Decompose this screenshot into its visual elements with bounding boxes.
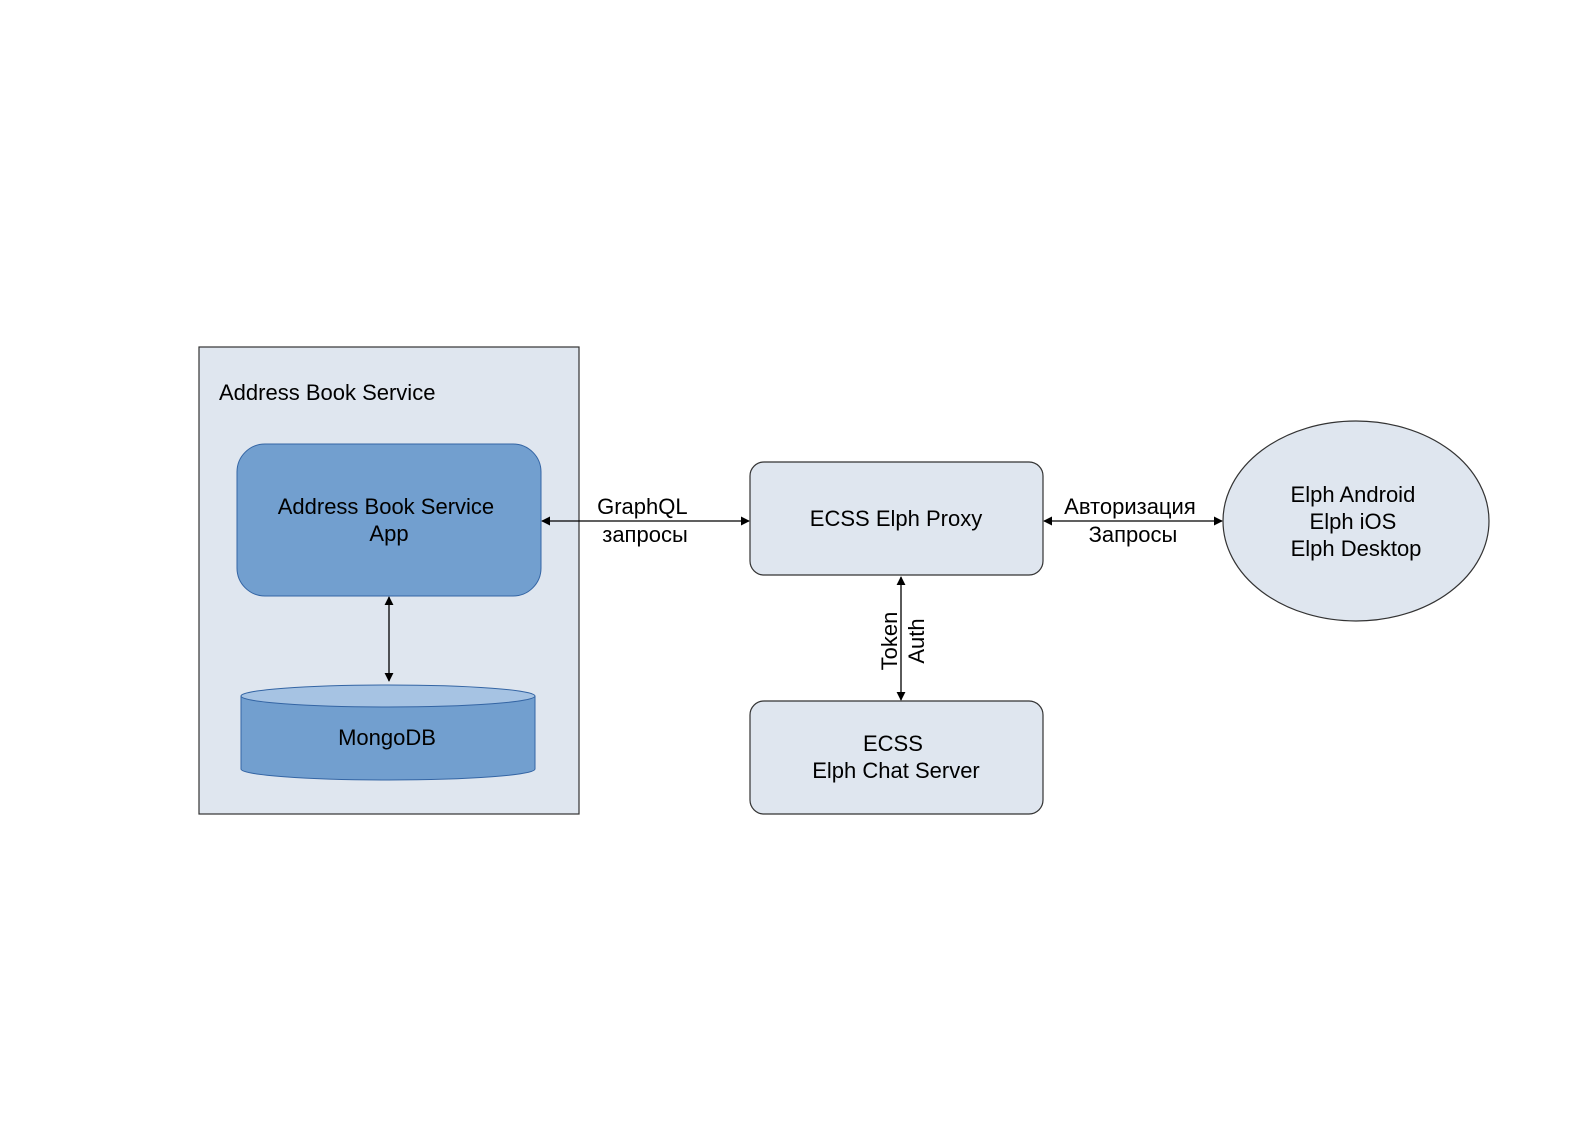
chat-server-node-box (749, 700, 1044, 815)
edge-app-proxy: GraphQL запросы (541, 494, 750, 547)
proxy-node-box (749, 461, 1044, 576)
clients-node-ellipse (1222, 420, 1490, 622)
chat-server-node: ECSS Elph Chat Server (749, 700, 1044, 815)
service-container-title: Address Book Service (219, 380, 435, 405)
mongodb-label: MongoDB (338, 725, 436, 750)
app-node-label: Address Book Service App (278, 494, 501, 546)
clients-node: Elph Android Elph iOS Elph Desktop (1222, 420, 1490, 622)
app-node-box (236, 443, 542, 597)
clients-node-label: Elph Android Elph iOS Elph Desktop (1291, 482, 1422, 561)
edge-proxy-chat-label-token: Token (877, 612, 902, 671)
mongodb-top (240, 684, 536, 708)
app-node: Address Book Service App (236, 443, 542, 597)
mongodb-body (240, 696, 536, 781)
chat-server-node-label: ECSS Elph Chat Server (812, 731, 980, 783)
edge-proxy-chat-label-auth: Auth (904, 618, 929, 663)
edge-proxy-clients-label: Авторизация Запросы (1064, 494, 1202, 547)
mongodb-database: MongoDB (240, 684, 536, 781)
proxy-node-label: ECSS Elph Proxy (810, 506, 982, 531)
edge-app-proxy-label: GraphQL запросы (597, 494, 693, 547)
edge-proxy-clients: Авторизация Запросы (1043, 494, 1223, 547)
proxy-node: ECSS Elph Proxy (749, 461, 1044, 576)
edge-proxy-chat: Token Auth (877, 576, 929, 701)
